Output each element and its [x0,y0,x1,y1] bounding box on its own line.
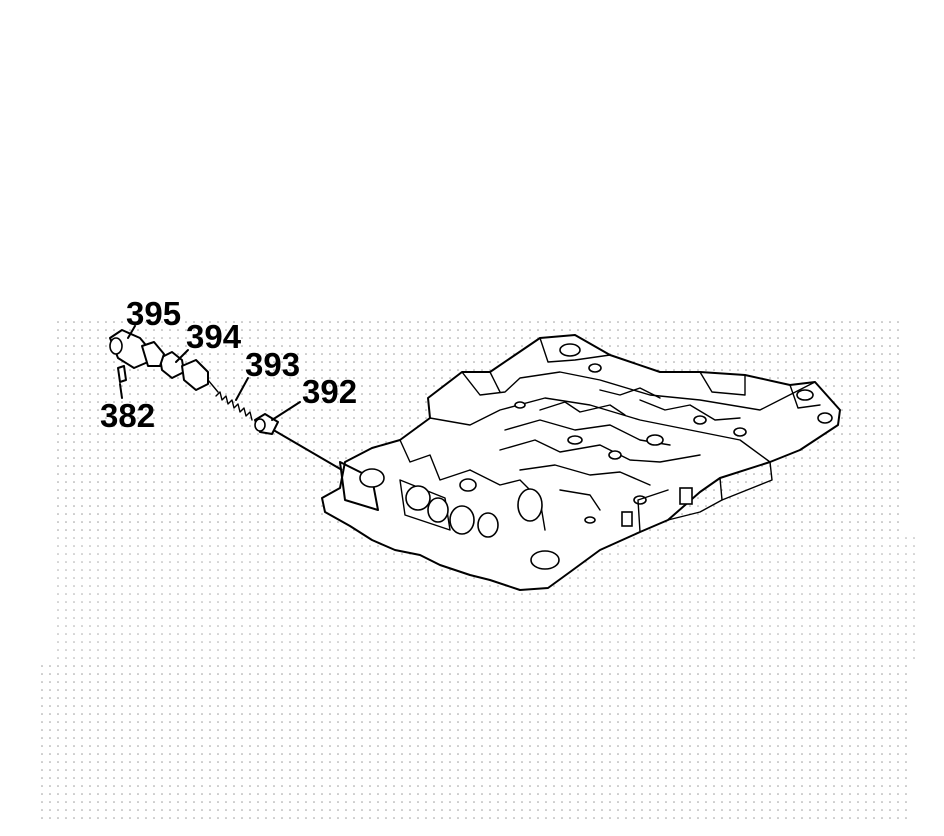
leader-lines [119,325,301,421]
valve-body [321,334,841,591]
callout-392: 392 [302,373,357,410]
part-393-spring [215,391,253,421]
centerline [269,427,343,471]
callout-395: 395 [126,295,181,332]
callout-393: 393 [245,346,300,383]
callout-382: 382 [100,397,155,434]
callout-394: 394 [186,318,242,355]
part-382-pin [117,365,127,383]
part-394-valve [159,351,219,393]
part-395-plug [109,329,165,369]
